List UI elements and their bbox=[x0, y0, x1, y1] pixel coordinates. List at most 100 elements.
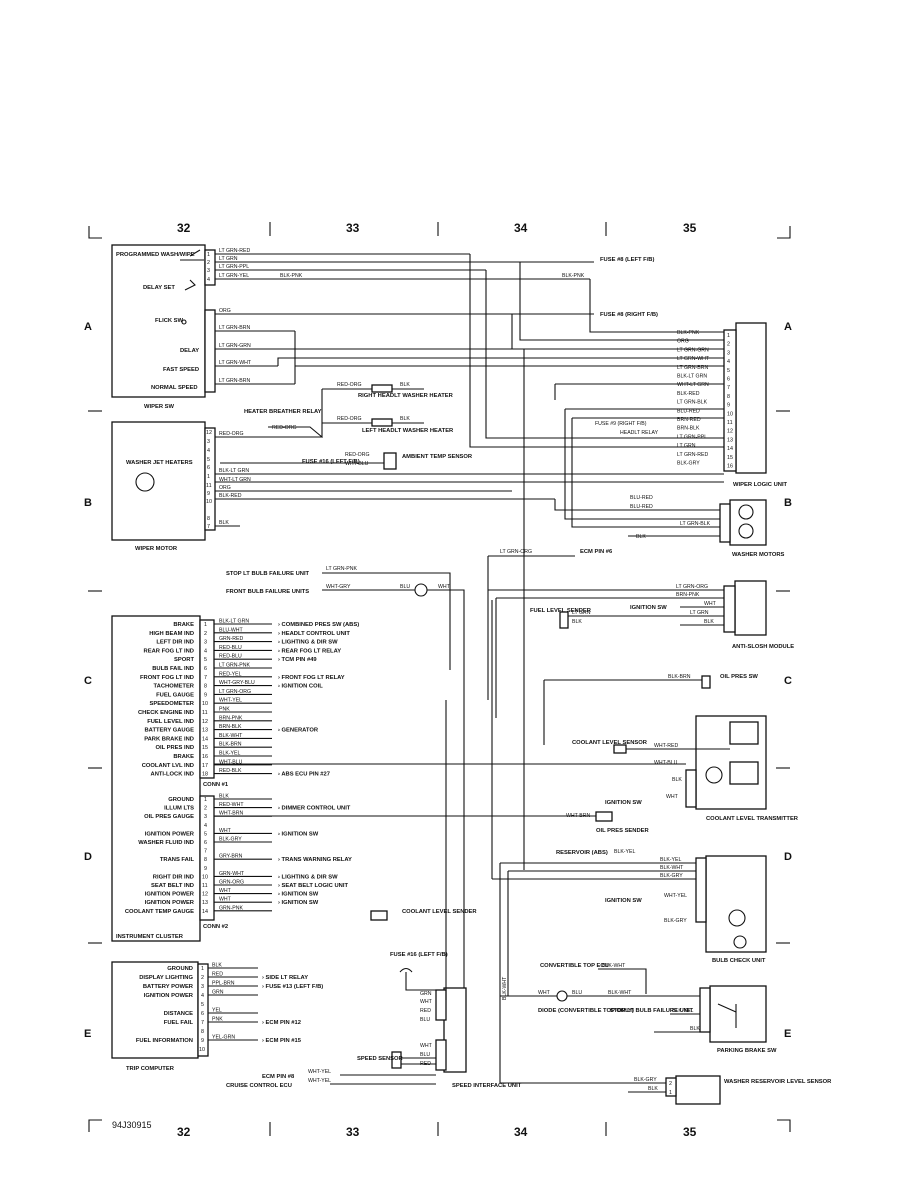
wire-lt-grn-yel: LT GRN-YEL bbox=[219, 273, 249, 279]
trip-pin-wire: PPL-BRN bbox=[212, 981, 235, 987]
conn1-pin-dest: › REAR FOG LT RELAY bbox=[278, 648, 341, 654]
conn2-pin-number: 12 bbox=[202, 892, 208, 898]
wiper-motor: WASHER JET HEATERS WIPER MOTOR 12 3 4 5 … bbox=[111, 421, 724, 552]
conn1-pin-dest: › TCM PIN #49 bbox=[278, 657, 317, 663]
trip-pin-number: 7 bbox=[201, 1020, 204, 1026]
conn1-pin-wire: BLK-WHT bbox=[219, 733, 243, 739]
wiper-sw-wires: 1 2 3 4 LT GRN-RED LT GRN LT GRN-PPL LT … bbox=[204, 248, 724, 393]
svg-text:9: 9 bbox=[207, 491, 210, 497]
wlu-pin-number: 12 bbox=[727, 429, 733, 435]
motor-wire-red-org: RED-ORG bbox=[219, 431, 244, 437]
anti-slosh-wire-lt-grn-org: LT GRN-ORG bbox=[676, 584, 708, 590]
conn2-pin-label: IGNITION POWER bbox=[145, 900, 195, 906]
trip-pin-label: IGNITION POWER bbox=[144, 993, 194, 999]
stop-lt-bulb-failure-label: STOP LT BULB FAILURE UNIT bbox=[226, 571, 310, 577]
conn2-pin-dest: › SEAT BELT LOGIC UNIT bbox=[278, 883, 348, 889]
ambient-temp-sensor-label: AMBIENT TEMP SENSOR bbox=[402, 454, 473, 460]
conn1-pin-wire: WHT-YEL bbox=[219, 698, 242, 704]
coolant-level-transmitter: COOLANT LEVEL SENSOR WHT-RED WHT-BLU BLK… bbox=[214, 715, 799, 822]
wlu-pin-number: 10 bbox=[727, 411, 733, 417]
conn2-pin-dest: › LIGHTING & DIR SW bbox=[278, 874, 338, 880]
conn1-pin-number: 5 bbox=[204, 657, 207, 663]
washer-reservoir-title: WASHER RESERVOIR LEVEL SENSOR bbox=[724, 1079, 832, 1085]
long-vertical-wires: BLK-WHT bbox=[445, 349, 525, 1083]
coolant-ignition-label: IGNITION SW bbox=[605, 800, 642, 806]
coolant-transmitter-title: COOLANT LEVEL TRANSMITTER bbox=[706, 816, 799, 822]
conn1-pin-wire: BLU-WHT bbox=[219, 627, 243, 633]
conn2-pin-label: ILLUM LTS bbox=[164, 806, 194, 812]
wlu-pin-number: 1 bbox=[727, 333, 730, 339]
svg-text:RED-ORG: RED-ORG bbox=[345, 452, 370, 458]
conn2-pin-number: 7 bbox=[204, 849, 207, 855]
conn2-pin-number: 13 bbox=[202, 900, 208, 906]
coolant-level-sender-label: COOLANT LEVEL SENDER bbox=[402, 909, 477, 915]
trip-pin-dest: › ECM PIN #15 bbox=[262, 1038, 302, 1044]
conn2-label: CONN #2 bbox=[203, 924, 228, 930]
wlu-pin-number: 11 bbox=[727, 420, 733, 426]
conn1-pin-dest: › GENERATOR bbox=[278, 728, 319, 734]
svg-text:BLK-YEL: BLK-YEL bbox=[614, 849, 635, 855]
trip-pin-dest: › ECM PIN #12 bbox=[262, 1020, 301, 1026]
svg-text:RED-ORG: RED-ORG bbox=[337, 382, 362, 388]
grid-labels: 32 33 34 35 32 33 34 35 A B C D E A B C … bbox=[84, 221, 792, 1139]
oil-pres-sender: WHT-BRN OIL PRES SENDER bbox=[214, 811, 650, 834]
conn1-pin-wire: BLK-BRN bbox=[219, 742, 242, 748]
trip-pin-label: DISPLAY LIGHTING bbox=[139, 975, 193, 981]
conn1-pin-label: BRAKE bbox=[173, 622, 194, 628]
conn2-pin-number: 9 bbox=[204, 866, 207, 872]
conn2-pin-wire: WHT bbox=[219, 888, 232, 894]
conn1-pin-number: 17 bbox=[202, 763, 208, 769]
conn1-pin-number: 13 bbox=[202, 728, 208, 734]
speed-interface-title: SPEED INTERFACE UNIT bbox=[452, 1083, 522, 1089]
svg-text:7: 7 bbox=[207, 524, 210, 530]
bulb-check-wire-blk-gry: BLK-GRY bbox=[660, 873, 683, 879]
conn1-pin-number: 9 bbox=[204, 692, 207, 698]
trip-pin-number: 4 bbox=[201, 993, 204, 999]
wlu-pin-wire: BLK-PNK bbox=[677, 330, 700, 336]
fuse9-right-ref: FUSE #9 (RIGHT F/B) bbox=[595, 421, 647, 427]
conn1-pin-label: COOLANT LVL IND bbox=[142, 763, 194, 769]
conn2-pin-wire: GRY-BRN bbox=[219, 854, 243, 860]
bulb-wire-blu: BLU bbox=[400, 584, 410, 590]
conn1-pin-wire: PNK bbox=[219, 707, 230, 713]
conn1-pin-dest: › IGNITION COIL bbox=[278, 684, 323, 690]
headlt-relay-ref: HEADLT RELAY bbox=[620, 430, 659, 436]
svg-text:WHT-BLU: WHT-BLU bbox=[345, 461, 369, 467]
washer-wire-lt-grn-blk: LT GRN-BLK bbox=[680, 521, 711, 527]
bulb-check-title: BULB CHECK UNIT bbox=[712, 958, 766, 964]
wlu-pin-wire: LT GRN-PPL bbox=[677, 434, 707, 440]
washer-motors-title: WASHER MOTORS bbox=[732, 552, 785, 558]
wiper-logic-unit: WIPER LOGIC UNIT bbox=[723, 322, 788, 488]
diode-label: DIODE (CONVERTIBLE TOP ONLY) bbox=[538, 1008, 634, 1014]
wire-lt-grn-brn: LT GRN-BRN bbox=[219, 325, 250, 331]
trip-pin-label: FUEL INFORMATION bbox=[136, 1038, 193, 1044]
wlu-pin-wire: LT GRN-BLK bbox=[677, 400, 708, 406]
anti-slosh-wire-blk: BLK bbox=[704, 619, 714, 625]
vertical-wire-blk-wht: BLK-WHT bbox=[502, 976, 508, 1000]
conn1-pin-label: FRONT FOG LT IND bbox=[140, 675, 194, 681]
conn2-pin-dest: › DIMMER CONTROL UNIT bbox=[278, 806, 351, 812]
wlu-pin-wire: LT GRN-WHT bbox=[677, 356, 710, 362]
wlu-pin-number: 7 bbox=[727, 385, 730, 391]
svg-text:11: 11 bbox=[206, 483, 212, 489]
conn2-pin-number: 8 bbox=[204, 857, 207, 863]
motor-wire-blk: BLK bbox=[219, 520, 229, 526]
conn1-pin-label: LEFT DIR IND bbox=[156, 640, 194, 646]
conn2-pin-wire: GRN-PNK bbox=[219, 905, 243, 911]
row-label-d: D bbox=[84, 851, 92, 863]
trip-pin-number: 9 bbox=[201, 1038, 204, 1044]
anti-slosh-title: ANTI-SLOSH MODULE bbox=[732, 644, 794, 650]
conn2-pin-wire: RED-WHT bbox=[219, 802, 244, 808]
anti-slosh-ignition-label: IGNITION SW bbox=[630, 605, 667, 611]
row-label-c: C bbox=[84, 675, 92, 687]
wlu-pin-wire: LT GRN-RED bbox=[677, 452, 708, 458]
wlu-pin-number: 15 bbox=[727, 455, 733, 461]
pb-wire-blk-wht-2: BLK-WHT bbox=[608, 990, 632, 996]
washer-wire-blu-red-1: BLU-RED bbox=[630, 495, 653, 501]
conn2-pin-label: GROUND bbox=[168, 797, 194, 803]
wlu-pin-wire: WHT-LT GRN bbox=[677, 382, 709, 388]
row-label-c-right: C bbox=[784, 675, 792, 687]
conn2-pin-label: COOLANT TEMP GAUGE bbox=[125, 909, 194, 915]
